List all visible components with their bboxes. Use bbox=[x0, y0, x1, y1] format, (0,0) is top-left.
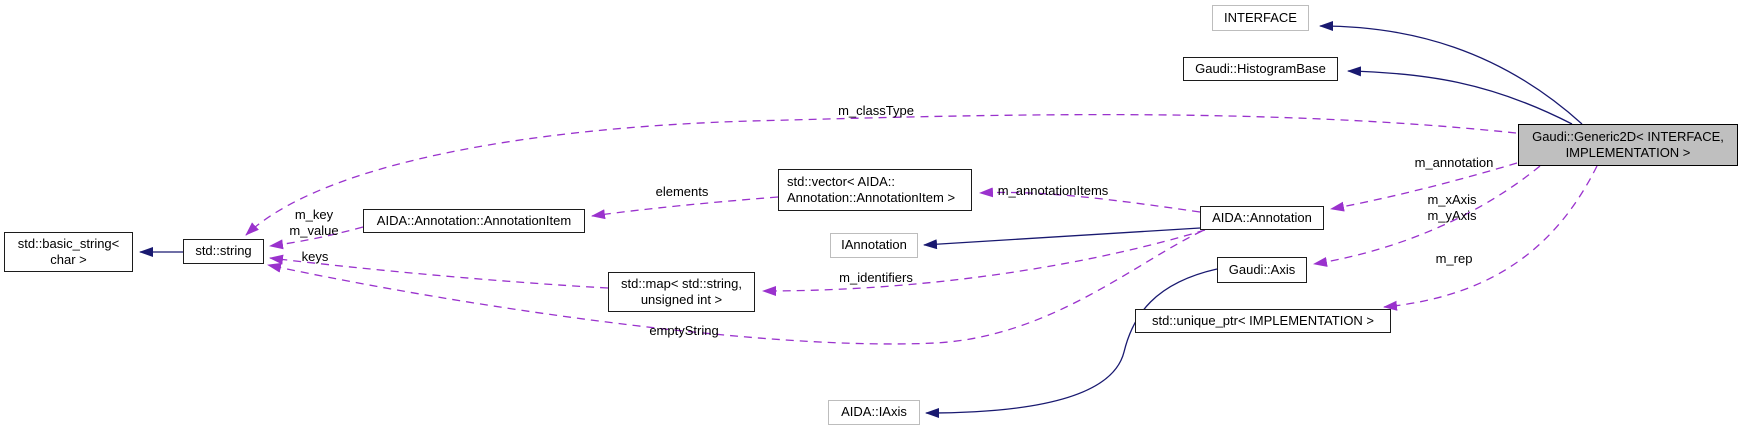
edge-label-emptystring: emptyString bbox=[649, 323, 719, 338]
edge-generic2d-string-mclasstype bbox=[245, 113, 1517, 236]
node-aida-annotation[interactable]: AIDA::Annotation bbox=[1200, 206, 1324, 230]
edge-generic2d-annotation-mannotation bbox=[1330, 162, 1518, 212]
edge-label-m-rep: m_rep bbox=[1435, 251, 1473, 266]
edge-label-m-annotation: m_annotation bbox=[1414, 155, 1494, 170]
edge-label-m-identifiers: m_identifiers bbox=[839, 270, 913, 285]
edge-label-keys: keys bbox=[301, 249, 329, 264]
node-std-vector-annotationitem[interactable]: std::vector< AIDA:: Annotation::Annotati… bbox=[778, 169, 972, 211]
edge-annotation-map-midentifiers bbox=[762, 229, 1206, 296]
edge-label-m-classtype: m_classType bbox=[838, 103, 914, 118]
edge-annotationitem-string-mkeymvalue bbox=[269, 226, 364, 250]
edge-label-m-xaxis-m-yaxis: m_xAxis m_yAxis bbox=[1427, 192, 1477, 223]
edge-annotation-string-emptystring bbox=[267, 230, 1203, 345]
edge-map-string-keys bbox=[269, 254, 609, 289]
node-std-map[interactable]: std::map< std::string, unsigned int > bbox=[608, 272, 755, 312]
node-aida-iaxis: AIDA::IAxis bbox=[828, 400, 920, 425]
edge-generic2d-axis-mxyaxis bbox=[1313, 165, 1541, 267]
node-interface: INTERFACE bbox=[1212, 5, 1309, 31]
edge-generic2d-uniqueptr-mrep bbox=[1383, 165, 1598, 311]
node-aida-annotation-annotationitem[interactable]: AIDA::Annotation::AnnotationItem bbox=[363, 209, 585, 233]
edge-generic2d-interface bbox=[1319, 21, 1583, 125]
edge-label-elements: elements bbox=[655, 184, 709, 199]
node-std-unique-ptr[interactable]: std::unique_ptr< IMPLEMENTATION > bbox=[1135, 309, 1391, 333]
node-iannotation: IAnnotation bbox=[830, 233, 918, 258]
node-gaudi-axis[interactable]: Gaudi::Axis bbox=[1217, 257, 1307, 283]
node-std-string[interactable]: std::string bbox=[183, 239, 264, 264]
edge-generic2d-histogrambase bbox=[1347, 66, 1573, 125]
edge-annotation-iannotation bbox=[923, 227, 1201, 250]
edge-label-m-annotationitems: m_annotationItems bbox=[997, 183, 1109, 198]
node-std-basic-string[interactable]: std::basic_string< char > bbox=[4, 232, 133, 272]
node-gaudi-generic2d: Gaudi::Generic2D< INTERFACE, IMPLEMENTAT… bbox=[1518, 124, 1738, 166]
edge-annotation-vector-mannotationitems bbox=[979, 187, 1201, 213]
node-gaudi-histogrambase[interactable]: Gaudi::HistogramBase bbox=[1183, 57, 1338, 81]
edge-axis-iaxis bbox=[925, 268, 1218, 418]
edge-label-m-key-m-value: m_key m_value bbox=[289, 207, 339, 238]
